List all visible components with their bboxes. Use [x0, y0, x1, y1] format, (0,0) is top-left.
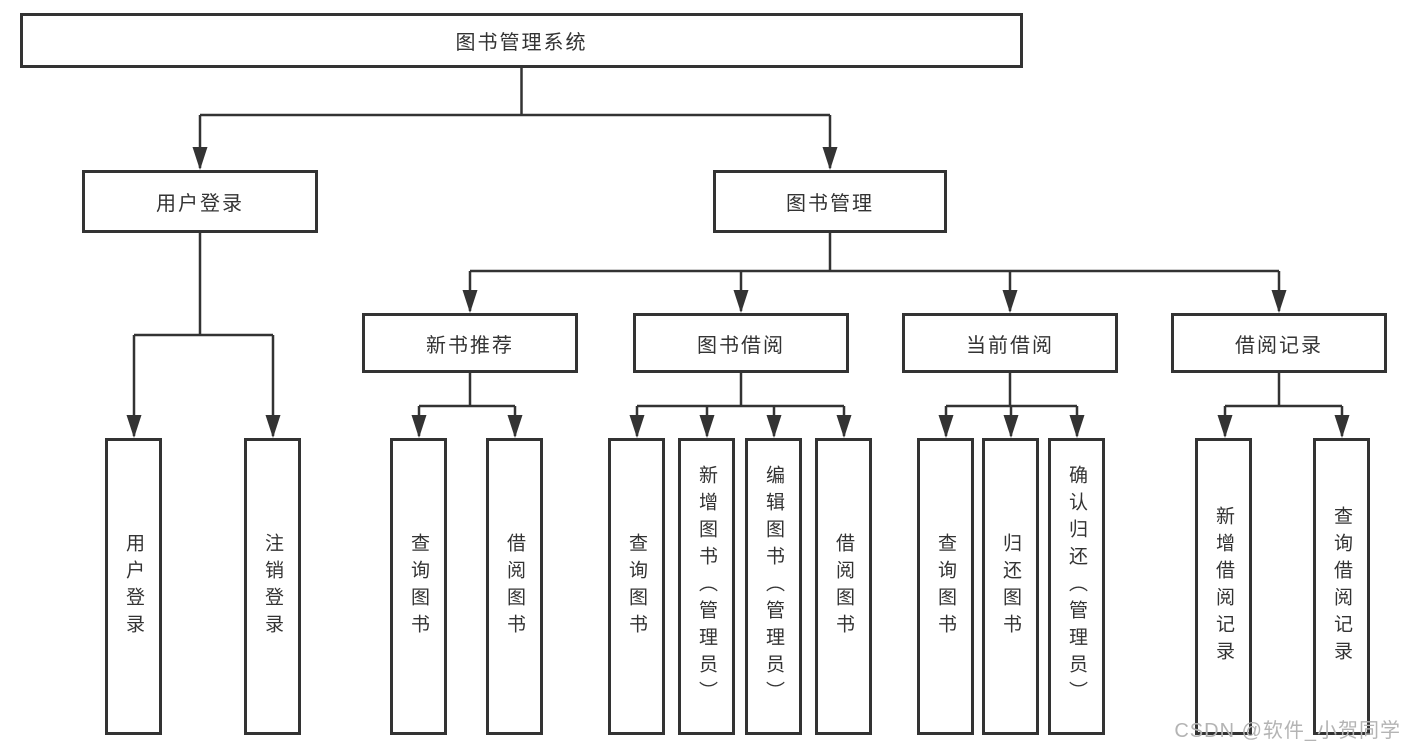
leaf-label: 新增图书（管理员） — [696, 465, 717, 708]
leaf-edit-books-admin: 编辑图书（管理员） — [745, 438, 802, 735]
leaf-add-borrow-record: 新增借阅记录 — [1195, 438, 1252, 735]
leaf-label: 归还图书 — [1000, 532, 1021, 641]
node-user-login-branch: 用户登录 — [82, 170, 318, 233]
leaf-query-books-recommend: 查询图书 — [390, 438, 447, 735]
node-label: 图书管理 — [786, 193, 874, 215]
leaf-return-books: 归还图书 — [982, 438, 1039, 735]
node-label: 新书推荐 — [426, 334, 514, 357]
leaf-label: 查询图书 — [626, 532, 647, 641]
leaf-logout: 注销登录 — [244, 438, 301, 735]
leaf-query-borrow-record: 查询借阅记录 — [1313, 438, 1370, 735]
leaf-label: 编辑图书（管理员） — [763, 465, 784, 708]
leaf-add-books-admin: 新增图书（管理员） — [678, 438, 735, 735]
leaf-query-books-current: 查询图书 — [917, 438, 974, 735]
leaf-label: 用户登录 — [123, 532, 144, 641]
leaf-user-login: 用户登录 — [105, 438, 162, 735]
leaf-label: 查询图书 — [408, 532, 429, 641]
node-new-book-recommend: 新书推荐 — [362, 313, 578, 373]
leaf-label: 注销登录 — [262, 532, 283, 641]
leaf-label: 新增借阅记录 — [1213, 505, 1234, 668]
leaf-borrow-books: 借阅图书 — [815, 438, 872, 735]
node-book-management: 图书管理 — [713, 170, 947, 233]
leaf-borrow-books-recommend: 借阅图书 — [486, 438, 543, 735]
leaf-label: 查询借阅记录 — [1331, 505, 1352, 668]
leaf-label: 确认归还（管理员） — [1066, 465, 1087, 708]
node-label: 图书借阅 — [697, 334, 785, 357]
node-library-management-system: 图书管理系统 — [20, 13, 1023, 68]
node-label: 借阅记录 — [1235, 334, 1323, 357]
node-borrowing-records: 借阅记录 — [1171, 313, 1387, 373]
leaf-label: 借阅图书 — [504, 532, 525, 641]
leaf-label: 查询图书 — [935, 532, 956, 641]
leaf-confirm-return-admin: 确认归还（管理员） — [1048, 438, 1105, 735]
node-label: 用户登录 — [156, 193, 244, 215]
node-label: 当前借阅 — [966, 334, 1054, 357]
node-current-borrowing: 当前借阅 — [902, 313, 1118, 373]
leaf-label: 借阅图书 — [833, 532, 854, 641]
node-label: 图书管理系统 — [455, 32, 588, 54]
leaf-query-books-borrow: 查询图书 — [608, 438, 665, 735]
node-book-borrowing: 图书借阅 — [633, 313, 849, 373]
